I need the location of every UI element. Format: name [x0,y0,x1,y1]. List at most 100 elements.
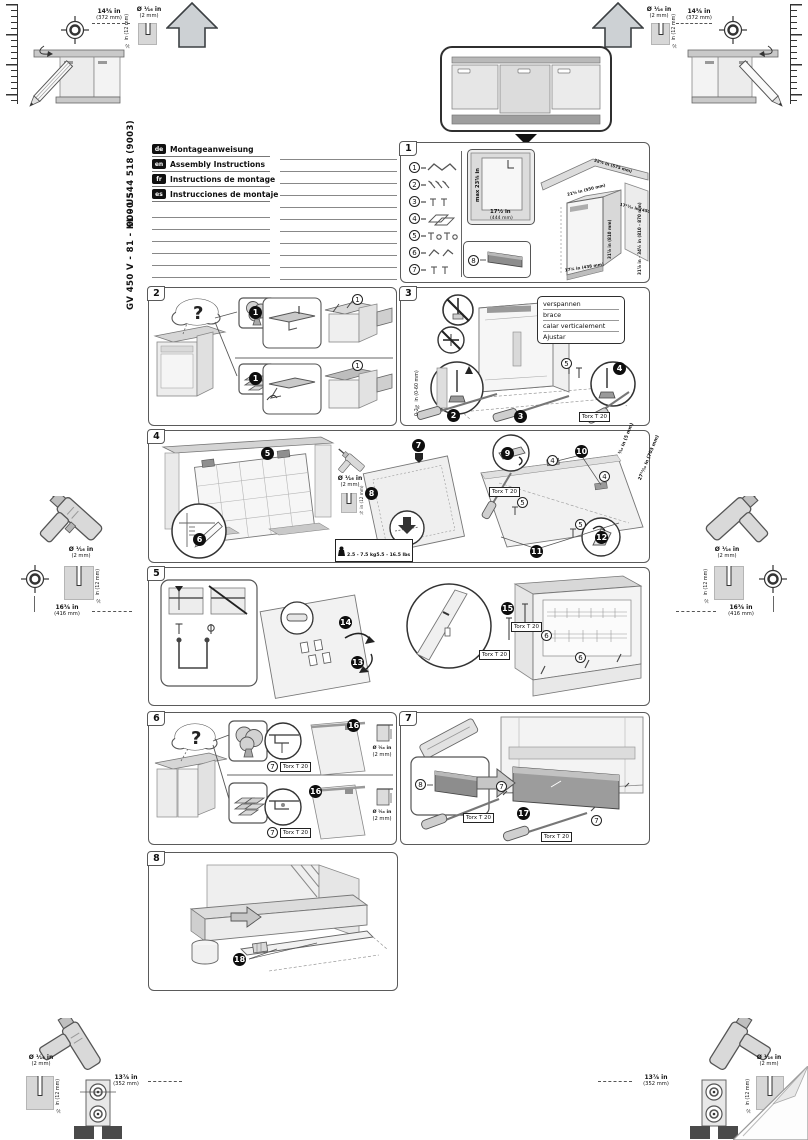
side-offset-dim: 16⅜ in(416 mm) [728,604,754,617]
crosshair-icon [21,565,49,593]
panel-3: 3 [399,286,650,426]
panel-number: 8 [147,851,166,867]
step-badge: 5 [261,447,274,460]
arrow-right-icon [230,906,262,928]
step-badge: 13 [351,656,365,669]
arrow-up-icon [592,2,644,48]
crosshair-icon [759,565,787,593]
panel-7: 7 [399,711,650,845]
part-circle: 8 [415,779,426,790]
step-badge: 7 [412,439,425,452]
part8-inset: 8 [463,241,531,278]
screwdriver-icon [421,797,500,830]
bricks-icon [233,797,266,816]
slot-inset [280,601,314,635]
part-circle: 6 [575,652,586,663]
svg-text:17¼ in (438 mm): 17¼ in (438 mm) [564,261,604,272]
panel-number: 1 [399,141,418,157]
torx-label: Torx T 20 [489,487,521,497]
drill-depth-dim: ½ in (12 mm) [56,1078,61,1112]
weight-icon [338,546,345,556]
panel-6: 6 ? [147,711,397,845]
part-circle: 1 [352,360,363,371]
part-circle: 2 [409,179,420,190]
lang-row-fr: fr Instructions de montage [152,172,275,187]
clamp-diagram [376,724,393,742]
bracket-inset [264,788,302,826]
drill-dia-dim: Ø ¹⁄₁₆ in(2 mm) [68,546,94,559]
drill-depth-dim: ½ in (12 mm) [359,485,364,515]
panel-number: 2 [147,286,166,302]
part-circle: 7 [409,264,420,275]
screws [502,782,630,812]
panel-number: 7 [399,711,418,727]
install-scene: 21⅝ in (550 mm) 22⅝ in (575 mm) 17¼ in (… [540,158,649,281]
rotate-arrow [364,653,373,671]
part-circle: 8 [468,255,479,266]
cabinet-front-icon [451,56,601,125]
panel-1: 1 1 2 3 4 5 6 7 max 23⅝ in [399,141,650,283]
step-badge: 14 [339,616,353,629]
bracket-wood-row [262,297,393,349]
screwdriver-icon [492,395,570,422]
step-badge: 1 [249,372,262,385]
ruler-right-icon [790,4,802,104]
kick-plate-loose [419,718,479,759]
step-badge: 12 [595,531,609,544]
lang-row-es: es Instrucciones de montaje [152,187,278,202]
torx-label: Torx T 20 [280,762,312,772]
thought-cloud: ? [171,723,218,751]
door-weight-label: 2.5 - 7.5 kg5.5 - 16.5 lbs [335,539,414,562]
part-circle: 5 [517,497,528,508]
side-offset-dim: 16⅜ in(416 mm) [54,604,80,617]
drill-dia-dim: Ø ¹⁄₁₆ in(2 mm) [136,6,162,19]
kick-plate-icon [480,251,523,268]
svg-text:max 23⅝ in: max 23⅝ in [475,168,481,202]
lang-label: Assembly Instructions [170,159,266,169]
part-circle: 7 [267,761,278,772]
step-badge: 16 [347,719,361,732]
part-circle: 4 [409,213,420,224]
ruler-left-icon [6,4,18,104]
part8-inset [410,756,490,816]
bottom-offset-dim: 13⅞ in(352 mm) [643,1074,669,1087]
step-badge: 18 [233,953,247,966]
drill-dia-dim: Ø ¹⁄₁₆ in(2 mm) [714,546,740,559]
panel5-illustration [160,575,643,699]
brace-line: Ajustar [543,333,566,341]
pilot-hole-diagram [26,1076,54,1110]
drill-dia-dim: Ø ¹⁄₁₆ in(2 mm) [337,475,363,488]
lang-label: Montageanweisung [170,144,254,154]
countertop [161,436,335,454]
lang-label: Instructions de montage [170,174,276,184]
side-cabinet [624,182,649,262]
part-circle: 1 [409,162,420,173]
torx-label: Torx T 20 [541,832,573,842]
panel-8: 8 18 [147,851,398,991]
svg-text:31⅞ in - 34¼ in (810 - 870 mm): 31⅞ in - 34¼ in (810 - 870 mm) [637,202,642,275]
note-lines [280,148,397,286]
foot-range-dim: 0-2⅜ in (0-60 mm) [415,370,420,416]
bottom-offset-dim: 13⅞ in(352 mm) [113,1074,139,1087]
lang-row-en: en Assembly Instructions [152,157,270,172]
torx-label: Torx T 20 [579,412,611,422]
fastener-inset [160,579,258,687]
drill-dia-dim: Ø ¹⁄₁₆ in(2 mm) [756,1054,782,1067]
hinge-icon [690,1079,738,1139]
open-door [532,663,642,697]
part-circle: 7 [591,815,602,826]
panel-5: 5 [147,566,650,706]
drill-depth-dim: ½ in (12 mm) [704,568,709,602]
panel6-illustration: ? [154,720,393,840]
lang-chip: es [152,189,166,199]
torx-label: Torx T 20 [463,813,495,823]
step-badge: 2 [447,409,460,422]
drill-depth-dim: ½ in (12 mm) [125,13,130,47]
step-badge: 8 [365,487,378,500]
top-offset-dim: 14⅝ in(372 mm) [686,8,712,21]
step-badge: 15 [501,602,515,615]
part-circle: 4 [547,455,558,466]
screwdriver-icon [416,393,498,420]
step-badge: 16 [309,785,323,798]
